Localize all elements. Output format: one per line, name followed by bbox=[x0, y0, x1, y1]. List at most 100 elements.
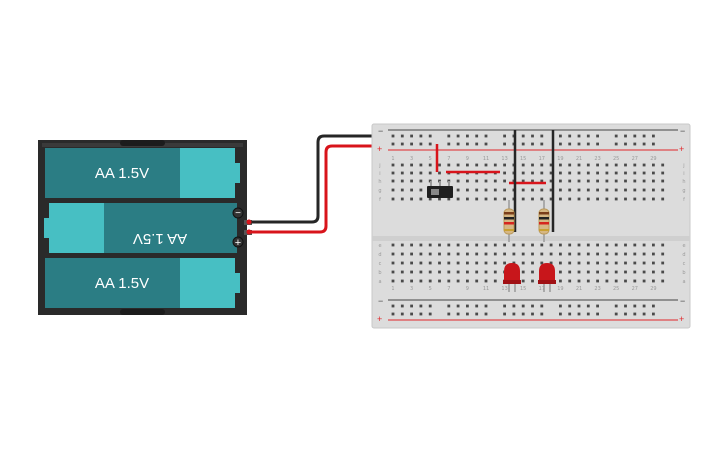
breadboard-hole[interactable] bbox=[596, 171, 599, 175]
breadboard-hole[interactable] bbox=[456, 270, 460, 274]
breadboard-hole[interactable] bbox=[614, 197, 618, 201]
breadboard-hole[interactable] bbox=[419, 179, 423, 183]
breadboard-hole[interactable] bbox=[447, 270, 451, 274]
breadboard-hole[interactable] bbox=[493, 279, 497, 283]
rail-hole[interactable] bbox=[466, 142, 469, 146]
breadboard-hole[interactable] bbox=[605, 243, 609, 247]
breadboard-hole[interactable] bbox=[493, 179, 497, 183]
breadboard-hole[interactable] bbox=[586, 279, 590, 283]
breadboard-hole[interactable] bbox=[466, 197, 469, 201]
breadboard-hole[interactable] bbox=[596, 279, 599, 283]
breadboard-hole[interactable] bbox=[549, 188, 553, 192]
rail-hole[interactable] bbox=[652, 312, 655, 316]
breadboard-hole[interactable] bbox=[652, 270, 655, 274]
rail-hole[interactable] bbox=[475, 142, 479, 146]
breadboard-hole[interactable] bbox=[512, 252, 516, 256]
breadboard-hole[interactable] bbox=[503, 261, 506, 265]
rail-hole[interactable] bbox=[633, 134, 637, 138]
breadboard-hole[interactable] bbox=[493, 252, 497, 256]
breadboard-hole[interactable] bbox=[410, 252, 413, 256]
breadboard-hole[interactable] bbox=[577, 171, 581, 175]
rail-hole[interactable] bbox=[624, 312, 627, 316]
breadboard-hole[interactable] bbox=[652, 163, 655, 167]
breadboard-hole[interactable] bbox=[633, 279, 637, 283]
breadboard-hole[interactable] bbox=[568, 163, 572, 167]
rail-hole[interactable] bbox=[521, 312, 525, 316]
breadboard-hole[interactable] bbox=[605, 270, 609, 274]
breadboard-hole[interactable] bbox=[428, 252, 432, 256]
breadboard-hole[interactable] bbox=[624, 179, 627, 183]
breadboard-hole[interactable] bbox=[614, 279, 618, 283]
breadboard-hole[interactable] bbox=[438, 243, 441, 247]
breadboard-hole[interactable] bbox=[624, 163, 627, 167]
rail-hole[interactable] bbox=[419, 312, 423, 316]
breadboard-hole[interactable] bbox=[559, 252, 562, 256]
breadboard-hole[interactable] bbox=[614, 188, 618, 192]
rail-hole[interactable] bbox=[624, 304, 627, 308]
breadboard-hole[interactable] bbox=[447, 261, 451, 265]
breadboard-hole[interactable] bbox=[466, 243, 469, 247]
breadboard-hole[interactable] bbox=[577, 261, 581, 265]
breadboard-hole[interactable] bbox=[493, 188, 497, 192]
rail-hole[interactable] bbox=[624, 134, 627, 138]
rail-hole[interactable] bbox=[428, 304, 432, 308]
breadboard-hole[interactable] bbox=[447, 279, 451, 283]
rail-hole[interactable] bbox=[456, 134, 460, 138]
breadboard-hole[interactable] bbox=[531, 171, 534, 175]
rail-hole[interactable] bbox=[512, 304, 516, 308]
rail-hole[interactable] bbox=[466, 312, 469, 316]
rail-hole[interactable] bbox=[456, 304, 460, 308]
breadboard-hole[interactable] bbox=[400, 279, 404, 283]
breadboard-hole[interactable] bbox=[475, 270, 479, 274]
breadboard-hole[interactable] bbox=[428, 163, 432, 167]
rail-hole[interactable] bbox=[586, 134, 590, 138]
breadboard-hole[interactable] bbox=[605, 252, 609, 256]
breadboard-hole[interactable] bbox=[410, 179, 413, 183]
breadboard-hole[interactable] bbox=[531, 179, 534, 183]
breadboard-hole[interactable] bbox=[503, 188, 506, 192]
rail-hole[interactable] bbox=[540, 142, 544, 146]
breadboard-hole[interactable] bbox=[540, 171, 544, 175]
breadboard-hole[interactable] bbox=[586, 270, 590, 274]
rail-hole[interactable] bbox=[521, 134, 525, 138]
breadboard-hole[interactable] bbox=[512, 261, 516, 265]
breadboard-hole[interactable] bbox=[605, 163, 609, 167]
rail-hole[interactable] bbox=[614, 312, 618, 316]
breadboard-hole[interactable] bbox=[624, 197, 627, 201]
breadboard-hole[interactable] bbox=[633, 261, 637, 265]
breadboard-hole[interactable] bbox=[568, 188, 572, 192]
breadboard-hole[interactable] bbox=[521, 188, 525, 192]
breadboard-hole[interactable] bbox=[549, 197, 553, 201]
breadboard-hole[interactable] bbox=[605, 171, 609, 175]
battery-cell-1[interactable]: AA 1.5V bbox=[45, 148, 240, 198]
rail-hole[interactable] bbox=[614, 142, 618, 146]
rail-hole[interactable] bbox=[410, 312, 413, 316]
breadboard-hole[interactable] bbox=[661, 279, 665, 283]
breadboard-hole[interactable] bbox=[456, 179, 460, 183]
breadboard-hole[interactable] bbox=[577, 163, 581, 167]
rail-hole[interactable] bbox=[428, 312, 432, 316]
breadboard-hole[interactable] bbox=[438, 270, 441, 274]
breadboard-hole[interactable] bbox=[614, 252, 618, 256]
breadboard-hole[interactable] bbox=[577, 243, 581, 247]
breadboard-hole[interactable] bbox=[549, 179, 553, 183]
breadboard-hole[interactable] bbox=[652, 279, 655, 283]
breadboard-hole[interactable] bbox=[661, 171, 665, 175]
breadboard-hole[interactable] bbox=[614, 171, 618, 175]
breadboard-hole[interactable] bbox=[596, 243, 599, 247]
battery-positive-terminal[interactable] bbox=[232, 236, 244, 248]
breadboard-hole[interactable] bbox=[400, 179, 404, 183]
rail-hole[interactable] bbox=[447, 312, 451, 316]
breadboard-hole[interactable] bbox=[568, 279, 572, 283]
resistor-2[interactable] bbox=[538, 200, 550, 242]
breadboard-hole[interactable] bbox=[549, 163, 553, 167]
breadboard-hole[interactable] bbox=[652, 252, 655, 256]
breadboard-hole[interactable] bbox=[466, 261, 469, 265]
breadboard-hole[interactable] bbox=[466, 179, 469, 183]
breadboard-hole[interactable] bbox=[652, 197, 655, 201]
breadboard-hole[interactable] bbox=[661, 188, 665, 192]
breadboard-hole[interactable] bbox=[400, 188, 404, 192]
breadboard-hole[interactable] bbox=[577, 252, 581, 256]
breadboard-hole[interactable] bbox=[549, 261, 553, 265]
